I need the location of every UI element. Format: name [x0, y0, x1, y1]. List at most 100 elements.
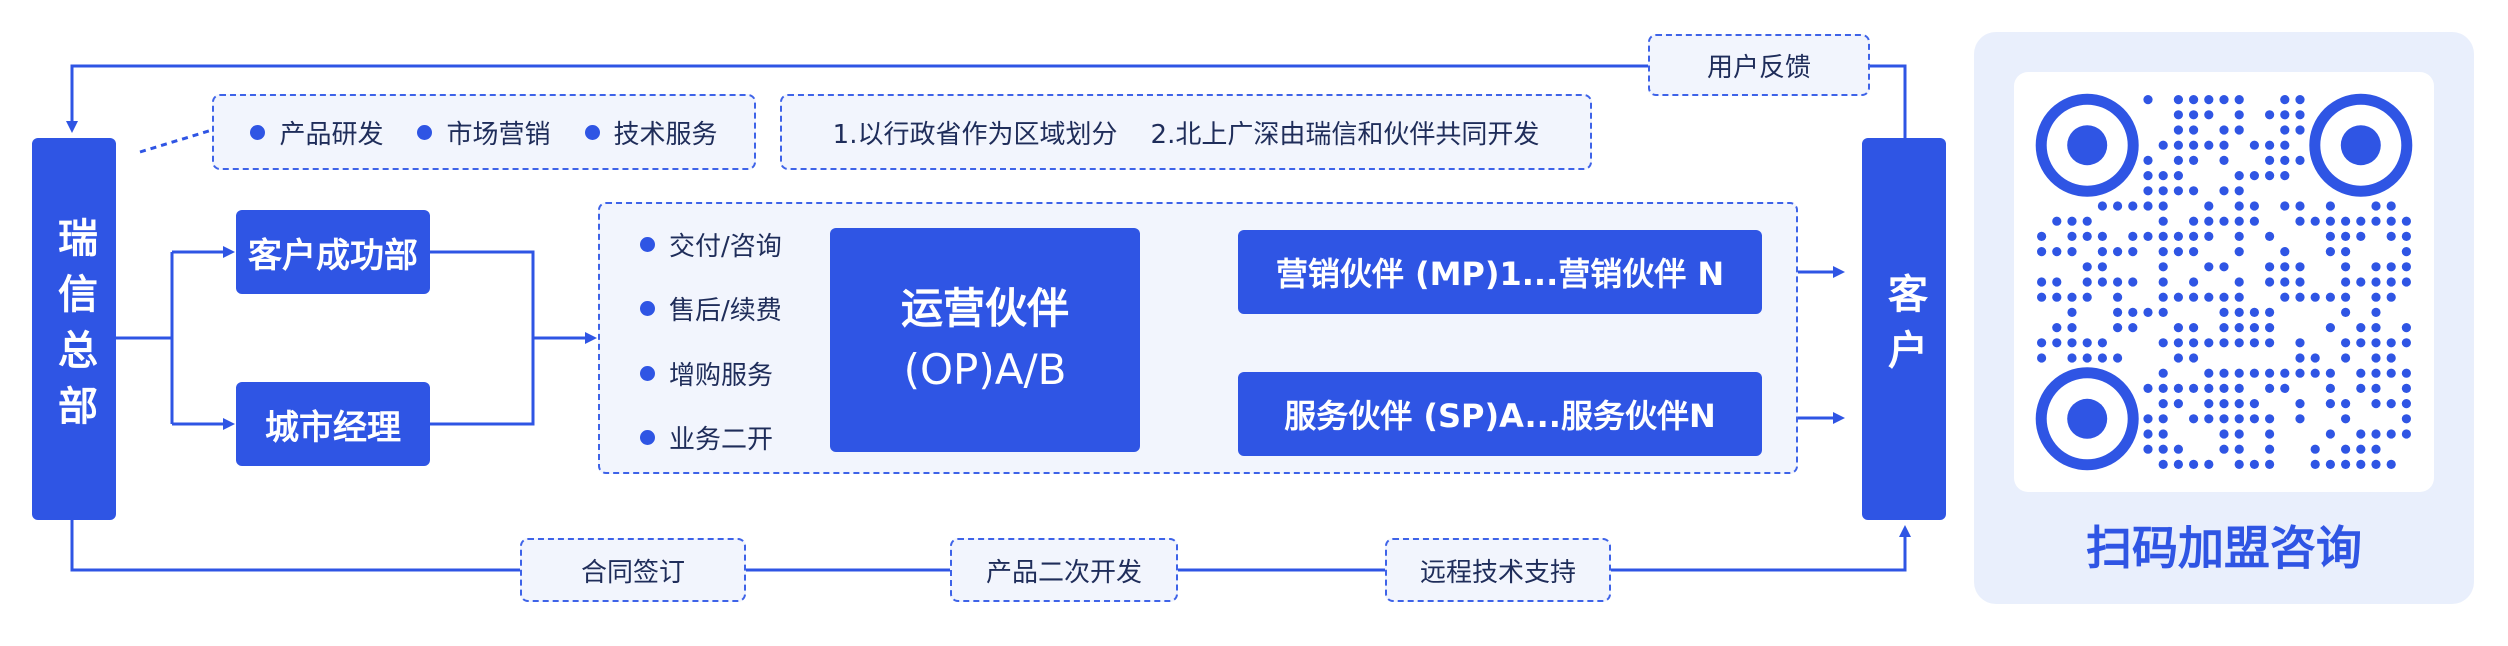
- qr-dot: [2371, 201, 2381, 211]
- qr-dot: [2128, 231, 2138, 241]
- qr-dot: [2401, 399, 2411, 409]
- customer-node: 客户: [1862, 138, 1946, 520]
- qr-dot: [2234, 171, 2244, 181]
- bullet-dot-icon: [640, 301, 655, 317]
- secondary-dev-box: 产品二次开发: [950, 538, 1178, 602]
- qr-dot: [2189, 247, 2199, 257]
- qr-dot: [2371, 399, 2381, 409]
- qr-dot: [2341, 444, 2351, 454]
- qr-dot: [2173, 323, 2183, 333]
- service-item: 交付/咨询: [640, 226, 820, 263]
- qr-dot: [2234, 292, 2244, 302]
- qr-dot: [2341, 292, 2351, 302]
- qr-dot: [2234, 186, 2244, 196]
- qr-dot: [2219, 216, 2229, 226]
- operator-partner-node: 运营伙伴 (OP)A/B: [830, 228, 1140, 452]
- qr-dot: [2037, 353, 2047, 363]
- qr-dot: [2143, 171, 2153, 181]
- qr-dot: [2234, 399, 2244, 409]
- qr-dot: [2280, 368, 2290, 378]
- qr-dot: [2265, 414, 2275, 424]
- bullet-item: 产品研发: [250, 114, 383, 151]
- qr-dot: [2173, 399, 2183, 409]
- bullet-dot-icon: [417, 124, 433, 140]
- qr-dot: [2052, 292, 2062, 302]
- qr-dot: [2341, 247, 2351, 257]
- qr-dot: [2249, 459, 2259, 469]
- qr-dot: [2386, 368, 2396, 378]
- service-item: 增购服务: [640, 355, 820, 392]
- qr-dot: [2158, 171, 2168, 181]
- bullet-dot-icon: [640, 237, 655, 252]
- qr-finder-core: [2067, 125, 2108, 166]
- qr-dot: [2325, 201, 2335, 211]
- qr-dot: [2280, 110, 2290, 120]
- qr-dot: [2219, 140, 2229, 150]
- qr-dot: [2067, 247, 2077, 257]
- qr-dot: [2295, 262, 2305, 272]
- qr-dot: [2234, 110, 2244, 120]
- qr-dot: [2280, 95, 2290, 105]
- qr-dot: [2143, 201, 2153, 211]
- qr-dot: [2204, 459, 2214, 469]
- qr-dot: [2295, 216, 2305, 226]
- qr-dot: [2052, 338, 2062, 348]
- qr-finder-ring: [2309, 93, 2413, 197]
- qr-dot: [2401, 247, 2411, 257]
- qr-dot: [2371, 383, 2381, 393]
- qr-dot: [2128, 201, 2138, 211]
- qr-dot: [2204, 383, 2214, 393]
- qr-dot: [2265, 231, 2275, 241]
- qr-dot: [2189, 155, 2199, 165]
- bullet-item: 市场营销: [417, 114, 551, 151]
- qr-dot: [2325, 247, 2335, 257]
- qr-dot: [2280, 292, 2290, 302]
- qr-dot: [2189, 459, 2199, 469]
- qr-dot: [2097, 201, 2107, 211]
- qr-dot: [2234, 368, 2244, 378]
- qr-dot: [2097, 277, 2107, 287]
- qr-dot: [2143, 155, 2153, 165]
- qr-dot: [2386, 338, 2396, 348]
- qr-dot: [2067, 338, 2077, 348]
- bullet-dot-icon: [250, 124, 266, 140]
- qr-dot: [2219, 414, 2229, 424]
- qr-code-area[interactable]: [2014, 72, 2434, 492]
- qr-dot: [2325, 216, 2335, 226]
- qr-dot: [2234, 307, 2244, 317]
- qr-dot: [2401, 429, 2411, 439]
- qr-dot: [2219, 262, 2229, 272]
- qr-dot: [2052, 323, 2062, 333]
- qr-dot: [2113, 353, 2123, 363]
- qr-dot: [2341, 231, 2351, 241]
- qr-dot: [2219, 186, 2229, 196]
- qr-dot: [2356, 323, 2366, 333]
- qr-dot: [2219, 383, 2229, 393]
- qr-dot: [2158, 399, 2168, 409]
- qr-dot: [2356, 231, 2366, 241]
- qr-dot: [2249, 140, 2259, 150]
- qr-dot: [2371, 444, 2381, 454]
- qr-dot: [2189, 110, 2199, 120]
- qr-dot: [2204, 110, 2214, 120]
- qr-dot: [2204, 414, 2214, 424]
- qr-dot: [2295, 110, 2305, 120]
- qr-dot: [2204, 95, 2214, 105]
- qr-dot: [2158, 201, 2168, 211]
- qr-dot: [2295, 292, 2305, 302]
- qr-dot: [2401, 216, 2411, 226]
- qr-dot: [2219, 338, 2229, 348]
- qr-dot: [2386, 216, 2396, 226]
- qr-dot: [2067, 323, 2077, 333]
- qr-dot: [2158, 444, 2168, 454]
- qr-dot: [2234, 277, 2244, 287]
- qr-dot: [2173, 171, 2183, 181]
- qr-dot: [2280, 155, 2290, 165]
- qr-dot: [2265, 262, 2275, 272]
- qr-dot: [2295, 338, 2305, 348]
- qr-dot: [2325, 399, 2335, 409]
- qr-dot: [2295, 277, 2305, 287]
- operator-line2: (OP)A/B: [903, 345, 1067, 394]
- qr-dot: [2219, 292, 2229, 302]
